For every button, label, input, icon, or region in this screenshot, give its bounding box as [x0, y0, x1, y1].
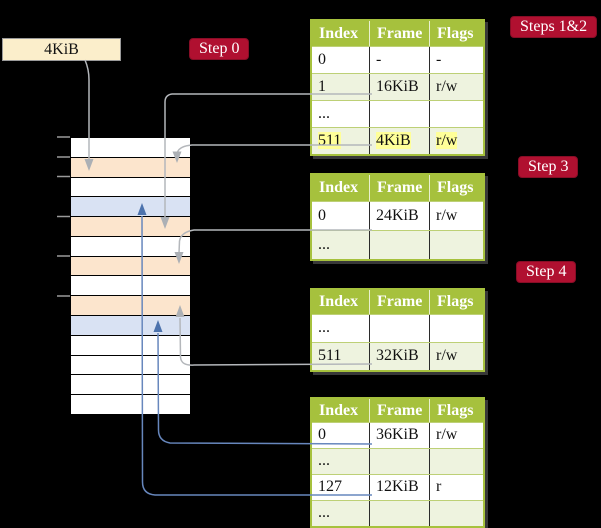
- step-4-label: Step 4: [516, 261, 577, 283]
- page-table-final-row-2-index: 127: [318, 478, 342, 495]
- page-table-step-4-row-0-flags: [429, 315, 483, 342]
- page-table-final-row-1-frame: [369, 449, 429, 474]
- memory-frame-row-2: [71, 157, 190, 178]
- step-3-label: Step 3: [518, 156, 579, 178]
- memory-frame-row-1: [71, 138, 190, 158]
- page-table-step-3-header-index: Index: [319, 179, 359, 196]
- memory-frame-row-10: [71, 316, 190, 336]
- page-table-step-3-row-0-frame: 24KiB: [369, 202, 429, 230]
- page-table-final-row-1-index: ...: [318, 452, 330, 469]
- page-table-final-row-...: ...: [312, 500, 483, 526]
- page-table-step-3-header-frame: Frame: [369, 175, 429, 201]
- page-table-step-4-row-1-frame: 32KiB: [369, 343, 429, 370]
- page-table-step-3-row-0-flags: r/w: [429, 202, 483, 230]
- page-table-steps-1-2-header-frame: Frame: [369, 21, 429, 46]
- memory-frame-row-8: [71, 276, 190, 297]
- page-table-step-4-header-flags: Flags: [429, 290, 483, 314]
- highlighted-value: r/w: [436, 132, 458, 149]
- page-table-step-4-row-...: ...: [312, 314, 483, 342]
- highlighted-value: 4KiB: [376, 132, 411, 149]
- page-table-steps-1-2-row-2-index: ...: [318, 105, 330, 122]
- page-table-step-4-row-1-flags: r/w: [429, 343, 483, 370]
- highlighted-value: 511: [318, 132, 342, 149]
- page-table-final-row-1-flags: [429, 449, 483, 474]
- root-frame-address-box: 4KiB: [2, 38, 121, 61]
- memory-frame-row-3: [71, 177, 190, 198]
- page-table-step-4-row-0-frame: [369, 315, 429, 342]
- page-table-steps-1-2-row-0-frame: -: [369, 47, 429, 73]
- page-table-steps-1-2-header-index: Index: [319, 25, 359, 42]
- page-table-step-3-header-flags: Flags: [429, 175, 483, 201]
- page-table-steps-1-2-row-2-flags: [429, 101, 483, 127]
- page-table-final-header-index: Index: [319, 402, 359, 419]
- page-table-step-4-header-frame: Frame: [369, 290, 429, 314]
- page-table-steps-1-2-row-1-index: 1: [318, 78, 326, 95]
- memory-frame-row-12: [71, 355, 190, 376]
- page-table-step-3-row-0-index: 0: [318, 207, 326, 224]
- page-table-steps-1-2-row-2-frame: [369, 101, 429, 127]
- page-table-final-row-3-index: ...: [318, 504, 330, 521]
- page-table-steps-1-2-row-1-frame: 16KiB: [369, 74, 429, 100]
- page-table-final-header-flags: Flags: [429, 399, 483, 422]
- page-table-steps-1-2-header-flags: Flags: [429, 21, 483, 46]
- page-table-final-row-0-index: 0: [318, 426, 326, 443]
- memory-frame-row-4: [71, 197, 190, 218]
- page-table-final-header-frame: Frame: [369, 399, 429, 422]
- page-table-step-3-row-1-flags: [429, 231, 483, 259]
- page-table-final-row-2-frame: 12KiB: [369, 475, 429, 500]
- steps-1-2-label: Steps 1&2: [510, 16, 598, 38]
- memory-frame-row-14: [71, 395, 190, 414]
- memory-frame-row-13: [71, 375, 190, 396]
- page-table-steps-1-2-row-0: 0 --: [312, 46, 483, 73]
- page-table-steps-1-2-row-3-frame: 4KiB: [369, 128, 429, 154]
- memory-frame-row-7: [71, 256, 190, 277]
- page-table-steps-1-2-row-0-flags: -: [429, 47, 483, 73]
- page-table-step-3-row-1-frame: [369, 231, 429, 259]
- page-table-steps-1-2-row-511: 511 4KiB r/w: [312, 127, 483, 154]
- page-table-steps-1-2-row-0-index: 0: [318, 51, 326, 68]
- page-table-step-4-row-1-index: 511: [318, 347, 342, 364]
- page-table-final-row-3-frame: [369, 501, 429, 526]
- page-table-step-4-row-0-index: ...: [318, 319, 330, 336]
- step-0-label: Step 0: [189, 38, 250, 60]
- page-table-step-3-row-1-index: ...: [318, 236, 330, 253]
- page-table-final-row-0-flags: r/w: [429, 423, 483, 448]
- page-table-step-3-row-...: ...: [312, 230, 483, 259]
- page-table-steps-1-2-row-3-flags: r/w: [429, 128, 483, 154]
- page-table-final-row-3-flags: [429, 501, 483, 526]
- page-table-steps-1-2-row-1-flags: r/w: [429, 74, 483, 100]
- page-table-steps-1-2-row-...: ...: [312, 100, 483, 127]
- page-table-final-row-0-frame: 36KiB: [369, 423, 429, 448]
- memory-frame-row-5: [71, 217, 190, 237]
- physical-memory-column: [70, 137, 191, 415]
- memory-frame-row-9: [71, 296, 190, 317]
- memory-frame-row-11: [71, 335, 190, 356]
- page-table-final-row-...: ...: [312, 448, 483, 474]
- page-table-step-4-header-index: Index: [319, 293, 359, 310]
- page-table-final-row-2-flags: r: [429, 475, 483, 500]
- memory-frame-row-6: [71, 236, 190, 257]
- page-table-steps-1-2-row-3-index: 511: [312, 128, 369, 154]
